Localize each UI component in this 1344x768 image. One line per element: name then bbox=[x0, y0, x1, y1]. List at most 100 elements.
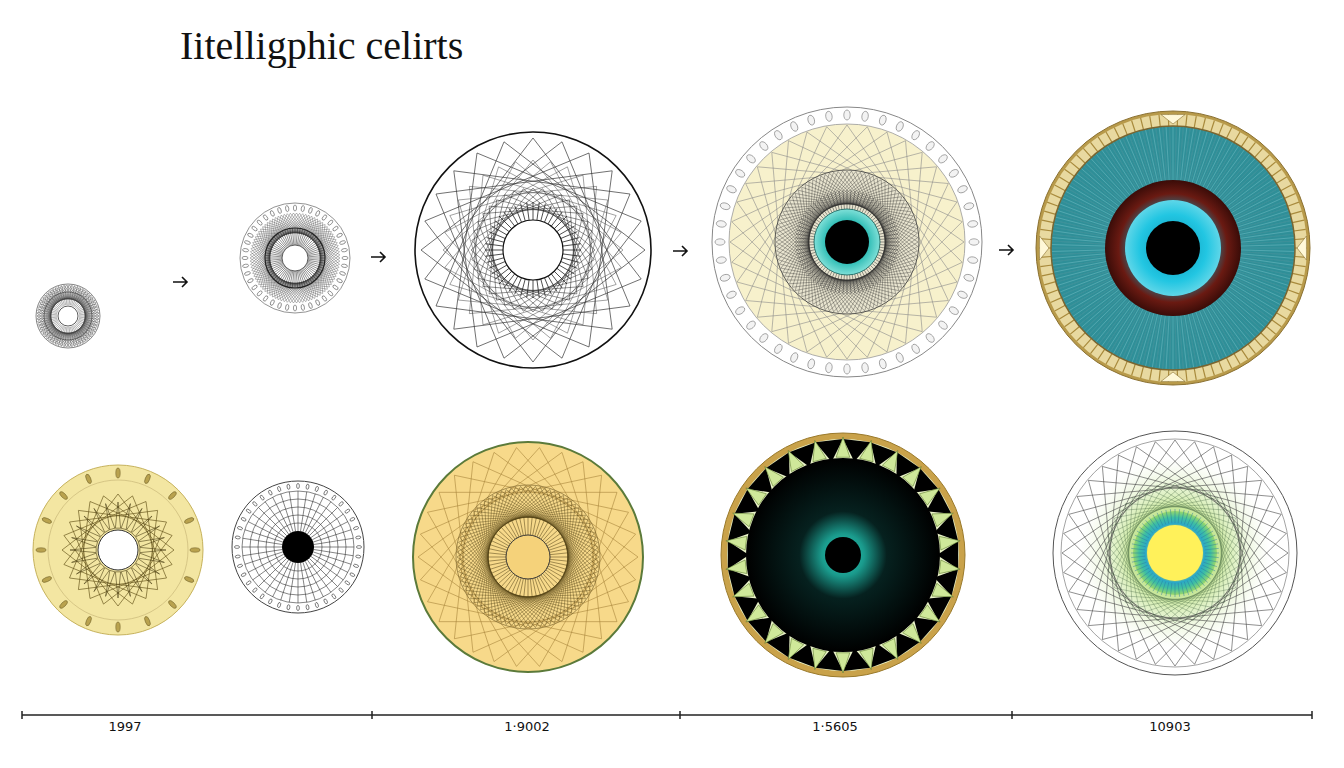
circle-shape bbox=[282, 531, 314, 563]
circle-shape bbox=[48, 480, 188, 620]
radial-lines bbox=[485, 202, 581, 298]
bead bbox=[116, 468, 120, 478]
bead bbox=[807, 114, 816, 125]
bead bbox=[242, 248, 248, 252]
axis-tick bbox=[21, 711, 23, 719]
bead bbox=[339, 240, 346, 245]
bead bbox=[315, 210, 321, 217]
bead bbox=[937, 153, 949, 164]
circle-shape bbox=[240, 203, 350, 313]
bead bbox=[58, 490, 68, 500]
circle-shape bbox=[814, 209, 880, 275]
bead bbox=[242, 256, 248, 259]
spike bbox=[121, 504, 130, 530]
bead bbox=[341, 264, 347, 268]
timeline-label: 1997 bbox=[106, 719, 143, 735]
bead bbox=[349, 572, 355, 577]
chord-pattern bbox=[776, 171, 918, 313]
circle-shape bbox=[265, 228, 325, 288]
bead bbox=[349, 517, 355, 522]
spike bbox=[127, 508, 142, 532]
circle-shape bbox=[1053, 431, 1297, 675]
bead bbox=[293, 205, 296, 211]
bead bbox=[344, 580, 350, 585]
bead bbox=[948, 305, 960, 316]
spike bbox=[733, 583, 754, 597]
bead bbox=[263, 295, 269, 302]
bead bbox=[277, 486, 281, 492]
spike bbox=[932, 513, 953, 527]
bead bbox=[256, 290, 263, 297]
bead bbox=[758, 140, 769, 152]
bead bbox=[85, 473, 93, 484]
bead bbox=[957, 184, 969, 194]
mandala-4 bbox=[712, 107, 982, 377]
bead bbox=[306, 604, 310, 610]
circle-shape bbox=[1146, 221, 1200, 275]
bead-ring bbox=[242, 205, 348, 311]
spike bbox=[813, 648, 826, 669]
circle-shape bbox=[506, 535, 550, 579]
bead bbox=[773, 129, 784, 141]
spike bbox=[733, 513, 754, 527]
bead bbox=[259, 495, 264, 501]
chord-pattern bbox=[62, 494, 174, 606]
bead bbox=[246, 508, 252, 513]
bead bbox=[287, 484, 291, 490]
bead bbox=[844, 110, 850, 120]
bead bbox=[263, 214, 269, 221]
bead bbox=[321, 295, 327, 302]
bead bbox=[252, 587, 258, 593]
bead bbox=[235, 536, 241, 540]
bead bbox=[167, 490, 177, 500]
spike bbox=[94, 568, 109, 592]
timeline-axis bbox=[22, 711, 1312, 719]
radial-lines bbox=[37, 285, 99, 347]
bead bbox=[355, 555, 361, 559]
bead bbox=[342, 256, 348, 259]
bead bbox=[356, 546, 361, 549]
circle-shape bbox=[775, 170, 919, 314]
circle-shape bbox=[415, 132, 651, 368]
bead bbox=[251, 284, 258, 290]
circle-shape bbox=[825, 220, 869, 264]
mandala-8 bbox=[413, 442, 643, 672]
bead-ring bbox=[234, 483, 361, 610]
bead bbox=[252, 501, 258, 507]
spike bbox=[72, 538, 98, 547]
bead bbox=[167, 599, 177, 609]
bead bbox=[116, 622, 120, 632]
bead bbox=[825, 111, 833, 122]
mandala-7 bbox=[232, 481, 364, 613]
chord-pattern bbox=[250, 213, 340, 303]
circle-shape bbox=[33, 465, 203, 635]
circle-shape bbox=[1080, 458, 1270, 648]
bead bbox=[242, 264, 248, 268]
bead bbox=[190, 548, 200, 552]
bead bbox=[321, 214, 327, 221]
spike bbox=[76, 526, 100, 541]
axis-line bbox=[22, 714, 1312, 716]
circle-shape bbox=[36, 284, 100, 348]
mandala-1 bbox=[36, 284, 100, 348]
bead bbox=[338, 587, 344, 593]
circle-shape bbox=[1039, 114, 1307, 382]
circle-shape bbox=[456, 485, 600, 629]
bead bbox=[315, 299, 321, 306]
bead bbox=[861, 111, 869, 122]
circle-shape bbox=[721, 433, 965, 677]
circle-shape bbox=[44, 292, 92, 340]
bead-ring bbox=[715, 110, 979, 374]
bead bbox=[861, 362, 869, 373]
spike bbox=[813, 440, 826, 461]
spike bbox=[136, 559, 160, 574]
circle-shape bbox=[413, 442, 643, 672]
bead bbox=[244, 240, 251, 245]
bead bbox=[789, 352, 799, 364]
axis-tick bbox=[1011, 711, 1013, 719]
bead bbox=[967, 220, 978, 228]
spike bbox=[1161, 372, 1185, 381]
circle-shape bbox=[503, 220, 563, 280]
axis-tick bbox=[371, 711, 373, 719]
